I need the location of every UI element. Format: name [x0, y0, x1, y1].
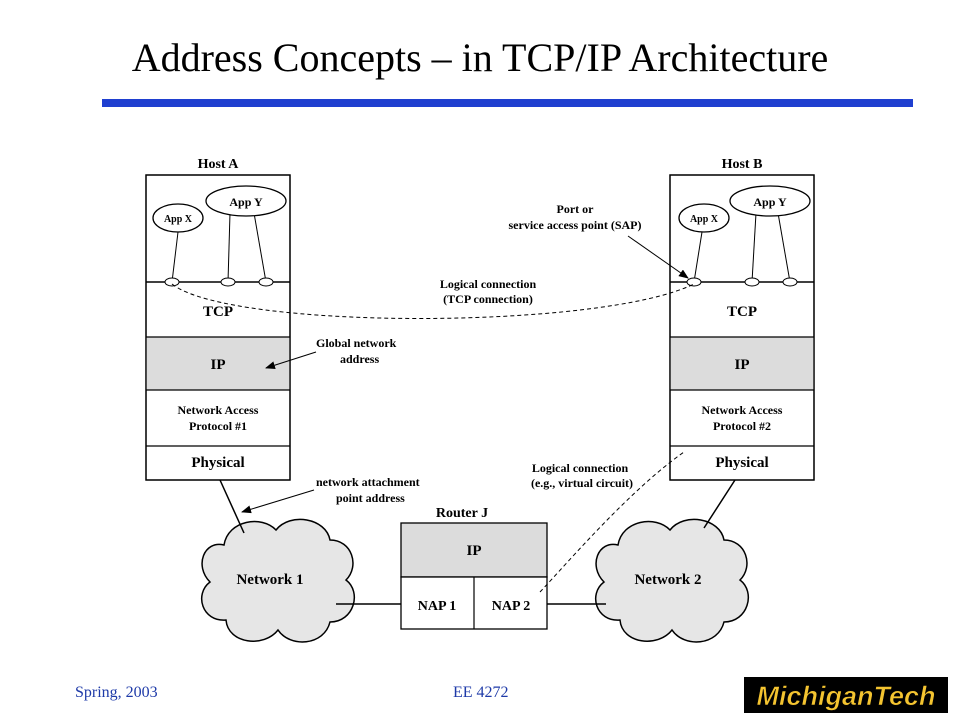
michigan-tech-logo: MichiganTech: [744, 677, 948, 713]
global-address-label-2: address: [340, 352, 379, 366]
host-a-ip: IP: [211, 357, 226, 373]
tcp-logical-connection: [171, 283, 695, 319]
title-underline: [102, 99, 913, 107]
host-b-app-x: [678, 203, 730, 233]
router-title: Router J: [436, 506, 488, 521]
network-1-cloud: [200, 518, 356, 643]
logical-vc-label-2: (e.g., virtual circuit): [531, 476, 633, 490]
host-a-tcp: TCP: [203, 304, 233, 320]
network-2-cloud: [594, 518, 750, 643]
port-label-2: service access point (SAP): [509, 218, 642, 232]
host-b-app-y-label: App Y: [753, 195, 787, 209]
host-a-app-x-label: App X: [164, 214, 193, 225]
port-label-1: Port or: [557, 202, 595, 216]
host-a-app-y-label: App Y: [229, 195, 263, 209]
router-nap1: NAP 1: [418, 599, 457, 614]
logical-tcp-label-2: (TCP connection): [443, 292, 533, 306]
host-b-na-line1: Network Access: [702, 403, 783, 417]
host-b-ip: IP: [735, 357, 750, 373]
link-host-b-network-2: [703, 479, 736, 529]
host-b-na-line2: Protocol #2: [713, 419, 771, 433]
host-b-title: Host B: [722, 157, 763, 172]
router-nap2: NAP 2: [492, 599, 531, 614]
port-arrow: [627, 235, 689, 279]
svg-text:MichiganTech: MichiganTech: [756, 681, 935, 711]
attach-label-1: network attachment: [316, 475, 420, 489]
network-1-label: Network 1: [236, 572, 303, 588]
host-a-app-x: [152, 203, 204, 233]
footer-date: Spring, 2003: [75, 684, 158, 701]
network-2-label: Network 2: [634, 572, 701, 588]
router-ip-layer: [400, 522, 548, 578]
attach-arrow: [241, 489, 315, 514]
footer-course: EE 4272: [453, 684, 509, 701]
host-b-port-2: [744, 277, 760, 287]
host-b-port-3: [782, 277, 798, 287]
host-b-physical: Physical: [715, 455, 768, 471]
link-host-a-network-1: [219, 479, 245, 534]
logical-tcp-label-1: Logical connection: [440, 277, 537, 291]
host-a-title: Host A: [198, 157, 240, 172]
host-a-port-3: [258, 277, 274, 287]
host-b-app-x-label: App X: [690, 214, 719, 225]
vc-logical-connection: [539, 451, 685, 593]
host-a-physical: Physical: [191, 455, 244, 471]
host-a-port-1: [164, 277, 180, 287]
host-a-app-y: [205, 185, 287, 217]
host-b-app-y: [729, 185, 811, 217]
host-a-port-2: [220, 277, 236, 287]
global-address-label-1: Global network: [316, 336, 397, 350]
host-b-port-1: [686, 277, 702, 287]
slide-title: Address Concepts – in TCP/IP Architectur…: [131, 35, 829, 80]
host-a-na-line2: Protocol #1: [189, 419, 247, 433]
global-address-arrow: [265, 351, 317, 370]
logical-vc-label-1: Logical connection: [532, 461, 629, 475]
host-b-tcp: TCP: [727, 304, 757, 320]
attach-label-2: point address: [336, 491, 405, 505]
router-ip: IP: [467, 543, 482, 559]
host-b-ip-layer: [670, 337, 814, 390]
host-a-na-line1: Network Access: [178, 403, 259, 417]
